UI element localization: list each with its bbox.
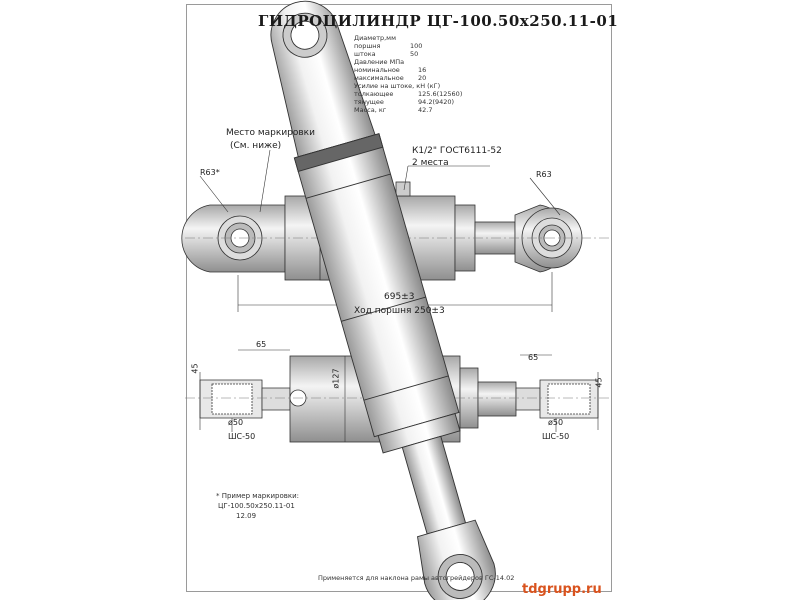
marking-see-label: (См. ниже): [230, 141, 282, 151]
spec-label: номинальное: [354, 66, 400, 74]
stroke-dimension: Ход поршня 250±3: [354, 306, 445, 316]
bearing-right-label: ШС-50: [542, 432, 570, 441]
spec-label: тянущее: [354, 98, 384, 106]
spec-label: Масса, кг: [354, 106, 387, 114]
dim-45-right: 45: [594, 377, 604, 388]
spec-label: поршня: [354, 42, 381, 50]
dim-65-right: 65: [528, 353, 539, 362]
spec-value: 42.7: [418, 106, 433, 114]
spec-value: 125.6(12560): [418, 90, 463, 98]
bearing-left-label: ШС-50: [228, 432, 256, 441]
radius-left-label: R63*: [200, 168, 220, 177]
usage-footer: Применяется для наклона рамы автогрейдер…: [318, 574, 515, 582]
spec-label: Диаметр,мм: [354, 34, 396, 42]
dia-50-left: ø50: [228, 418, 244, 427]
dia-50-right: ø50: [548, 418, 564, 427]
drawing-title: ГИДРОЦИЛИНДР ЦГ-100.50х250.11-01: [258, 12, 619, 30]
dia-127-label: ø127: [331, 368, 341, 389]
spec-value: 20: [418, 74, 427, 82]
spec-label: Давление МПа: [354, 58, 405, 66]
radius-right-label: R63: [536, 170, 552, 179]
spec-label: максимальное: [354, 74, 404, 82]
diagonal-cylinder: [270, 0, 496, 600]
spec-label: толкающее: [354, 90, 394, 98]
spec-value: 100: [410, 42, 423, 50]
spec-label: штока: [354, 50, 376, 58]
length-dimension: 695±3: [384, 292, 415, 302]
port-label: К1/2" ГОСТ6111-52: [412, 146, 502, 156]
spec-value: 16: [418, 66, 427, 74]
brand-watermark[interactable]: tdgrupp.ru: [522, 582, 602, 597]
spec-value: 50: [410, 50, 419, 58]
marking-example-code: ЦГ-100.50х250.11-01: [218, 502, 295, 510]
side-dimensions: [199, 349, 599, 442]
marking-place-label: Место маркировки: [226, 128, 315, 138]
spec-value: 94.2(9420): [418, 98, 455, 106]
dim-65-left: 65: [256, 340, 267, 349]
dim-45-left: 45: [190, 363, 200, 374]
port-count-label: 2 места: [412, 158, 449, 168]
marking-example-header: * Пример маркировки:: [216, 492, 300, 500]
spec-label: Усилие на штоке, кН (кГ): [354, 82, 441, 90]
marking-example-date: 12.09: [236, 512, 257, 520]
